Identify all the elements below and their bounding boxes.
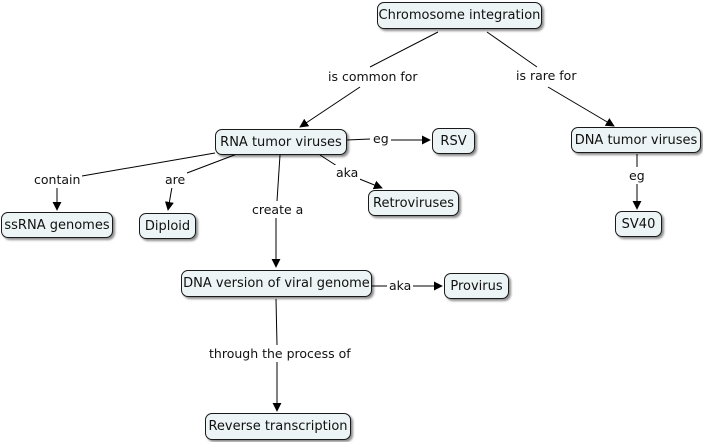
link-label-contain: contain xyxy=(32,172,83,188)
line-common-to-rna xyxy=(299,86,361,128)
link-label-aka-retroviruses: aka xyxy=(334,165,361,181)
node-diploid[interactable]: Diploid xyxy=(139,213,196,239)
node-reverse-transcription[interactable]: Reverse transcription xyxy=(205,413,351,440)
node-provirus-label: Provirus xyxy=(450,278,503,294)
node-provirus[interactable]: Provirus xyxy=(444,273,509,299)
node-ssrna-genomes[interactable]: ssRNA genomes xyxy=(1,212,113,238)
node-rsv[interactable]: RSV xyxy=(432,128,475,154)
node-rna-tumor-viruses[interactable]: RNA tumor viruses xyxy=(215,129,347,155)
line-aka-to-retro xyxy=(356,177,383,190)
node-retroviruses-label: Retroviruses xyxy=(373,195,454,211)
link-label-is-rare-for: is rare for xyxy=(514,68,579,84)
link-label-eg-sv40: eg xyxy=(627,168,647,184)
line-dnaver-to-through xyxy=(275,298,278,346)
node-reverse-transcription-label: Reverse transcription xyxy=(208,419,348,434)
link-label-is-common-for: is common for xyxy=(326,69,420,85)
line-are-to-diploid xyxy=(164,186,174,211)
line-rna-to-eg xyxy=(346,138,371,141)
link-label-aka-provirus: aka xyxy=(387,278,414,294)
node-ssrna-genomes-label: ssRNA genomes xyxy=(4,217,110,233)
node-sv40-label: SV40 xyxy=(621,216,656,232)
node-dna-version-of-viral-genome[interactable]: DNA version of viral genome xyxy=(181,270,372,297)
line-chromo-to-rare xyxy=(486,31,538,68)
line-rna-to-aka xyxy=(319,154,338,167)
line-chromo-to-common xyxy=(369,31,439,68)
node-dna-version-label: DNA version of viral genome xyxy=(183,276,370,291)
node-dna-tumor-viruses-label: DNA tumor viruses xyxy=(574,132,698,148)
link-label-through-the-process-of: through the process of xyxy=(207,346,353,362)
node-chromosome-integration-label: Chromosome integration xyxy=(378,8,541,23)
node-chromosome-integration[interactable]: Chromosome integration xyxy=(377,2,542,29)
node-diploid-label: Diploid xyxy=(144,218,191,234)
link-label-eg-rsv: eg xyxy=(371,131,391,147)
node-retroviruses[interactable]: Retroviruses xyxy=(368,190,459,216)
node-dna-tumor-viruses[interactable]: DNA tumor viruses xyxy=(571,127,701,153)
line-rna-to-contain xyxy=(81,152,216,177)
line-rna-to-create xyxy=(276,154,281,202)
line-rna-to-are xyxy=(186,153,238,174)
node-rsv-label: RSV xyxy=(440,133,467,149)
link-label-create-a: create a xyxy=(250,202,306,218)
node-rna-tumor-viruses-label: RNA tumor viruses xyxy=(220,134,342,150)
node-sv40[interactable]: SV40 xyxy=(615,211,662,237)
link-label-are: are xyxy=(163,172,188,188)
line-rare-to-dna xyxy=(547,86,615,127)
